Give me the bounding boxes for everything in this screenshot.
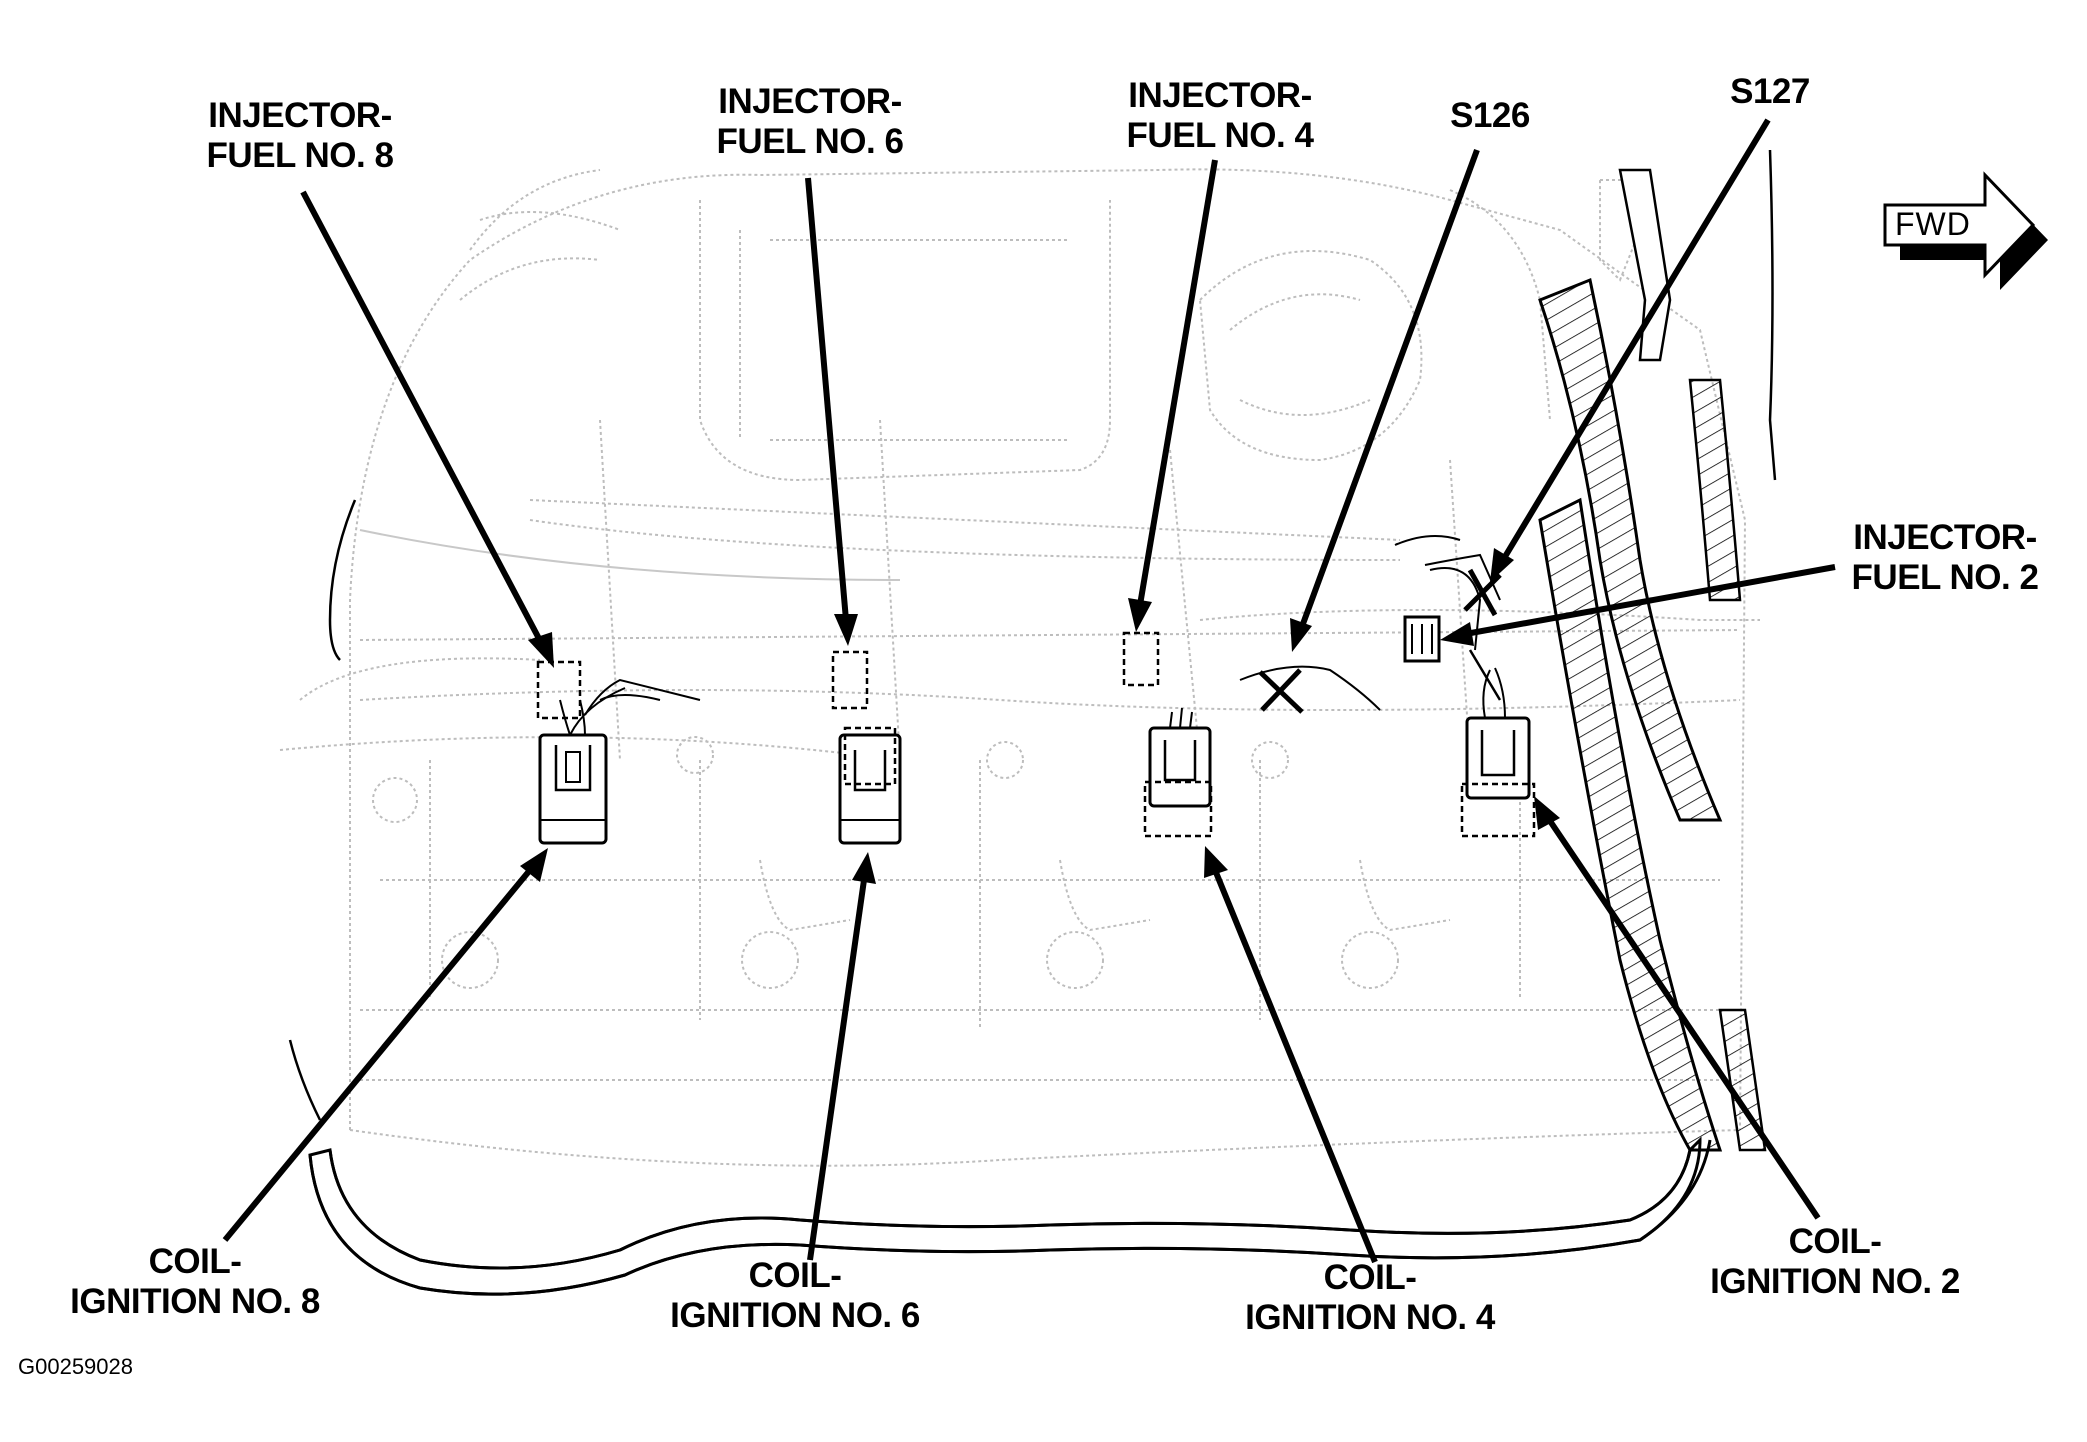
- label-coil-ignition-8: COIL- IGNITION NO. 8: [70, 1242, 320, 1321]
- label-injector-fuel-2: INJECTOR- FUEL NO. 2: [1851, 518, 2039, 597]
- label-injector-fuel-6: INJECTOR- FUEL NO. 6: [716, 82, 904, 161]
- coil-connector-4: [1143, 707, 1213, 838]
- wiring-harness: [288, 149, 1777, 1296]
- label-injector-fuel-4: INJECTOR- FUEL NO. 4: [1126, 76, 1314, 155]
- leader-lines: [222, 118, 1836, 1264]
- label-splice-s126: S126: [1450, 96, 1530, 135]
- label-coil-ignition-4: COIL- IGNITION NO. 4: [1245, 1258, 1495, 1337]
- injector-connector-2: [1403, 615, 1441, 663]
- label-injector-fuel-8: INJECTOR- FUEL NO. 8: [206, 96, 394, 175]
- label-coil-ignition-6: COIL- IGNITION NO. 6: [670, 1256, 920, 1335]
- fwd-arrow-icon: [1883, 171, 2048, 290]
- injector-connector-8: [536, 660, 582, 720]
- injector-connector-4: [1122, 631, 1160, 687]
- coil-connector-6: [838, 726, 902, 845]
- coil-connector-2: [1460, 667, 1536, 838]
- label-splice-s127: S127: [1730, 72, 1810, 111]
- label-coil-ignition-2: COIL- IGNITION NO. 2: [1710, 1222, 1960, 1301]
- fwd-label: FWD: [1895, 206, 1971, 242]
- injector-connector-6: [831, 650, 869, 710]
- splice-s127-mark: [1463, 568, 1502, 617]
- coil-connector-8: [538, 699, 608, 845]
- figure-code: G00259028: [18, 1354, 133, 1379]
- engine-background-outline: [279, 168, 1760, 1167]
- splice-s126-mark: [1258, 668, 1304, 714]
